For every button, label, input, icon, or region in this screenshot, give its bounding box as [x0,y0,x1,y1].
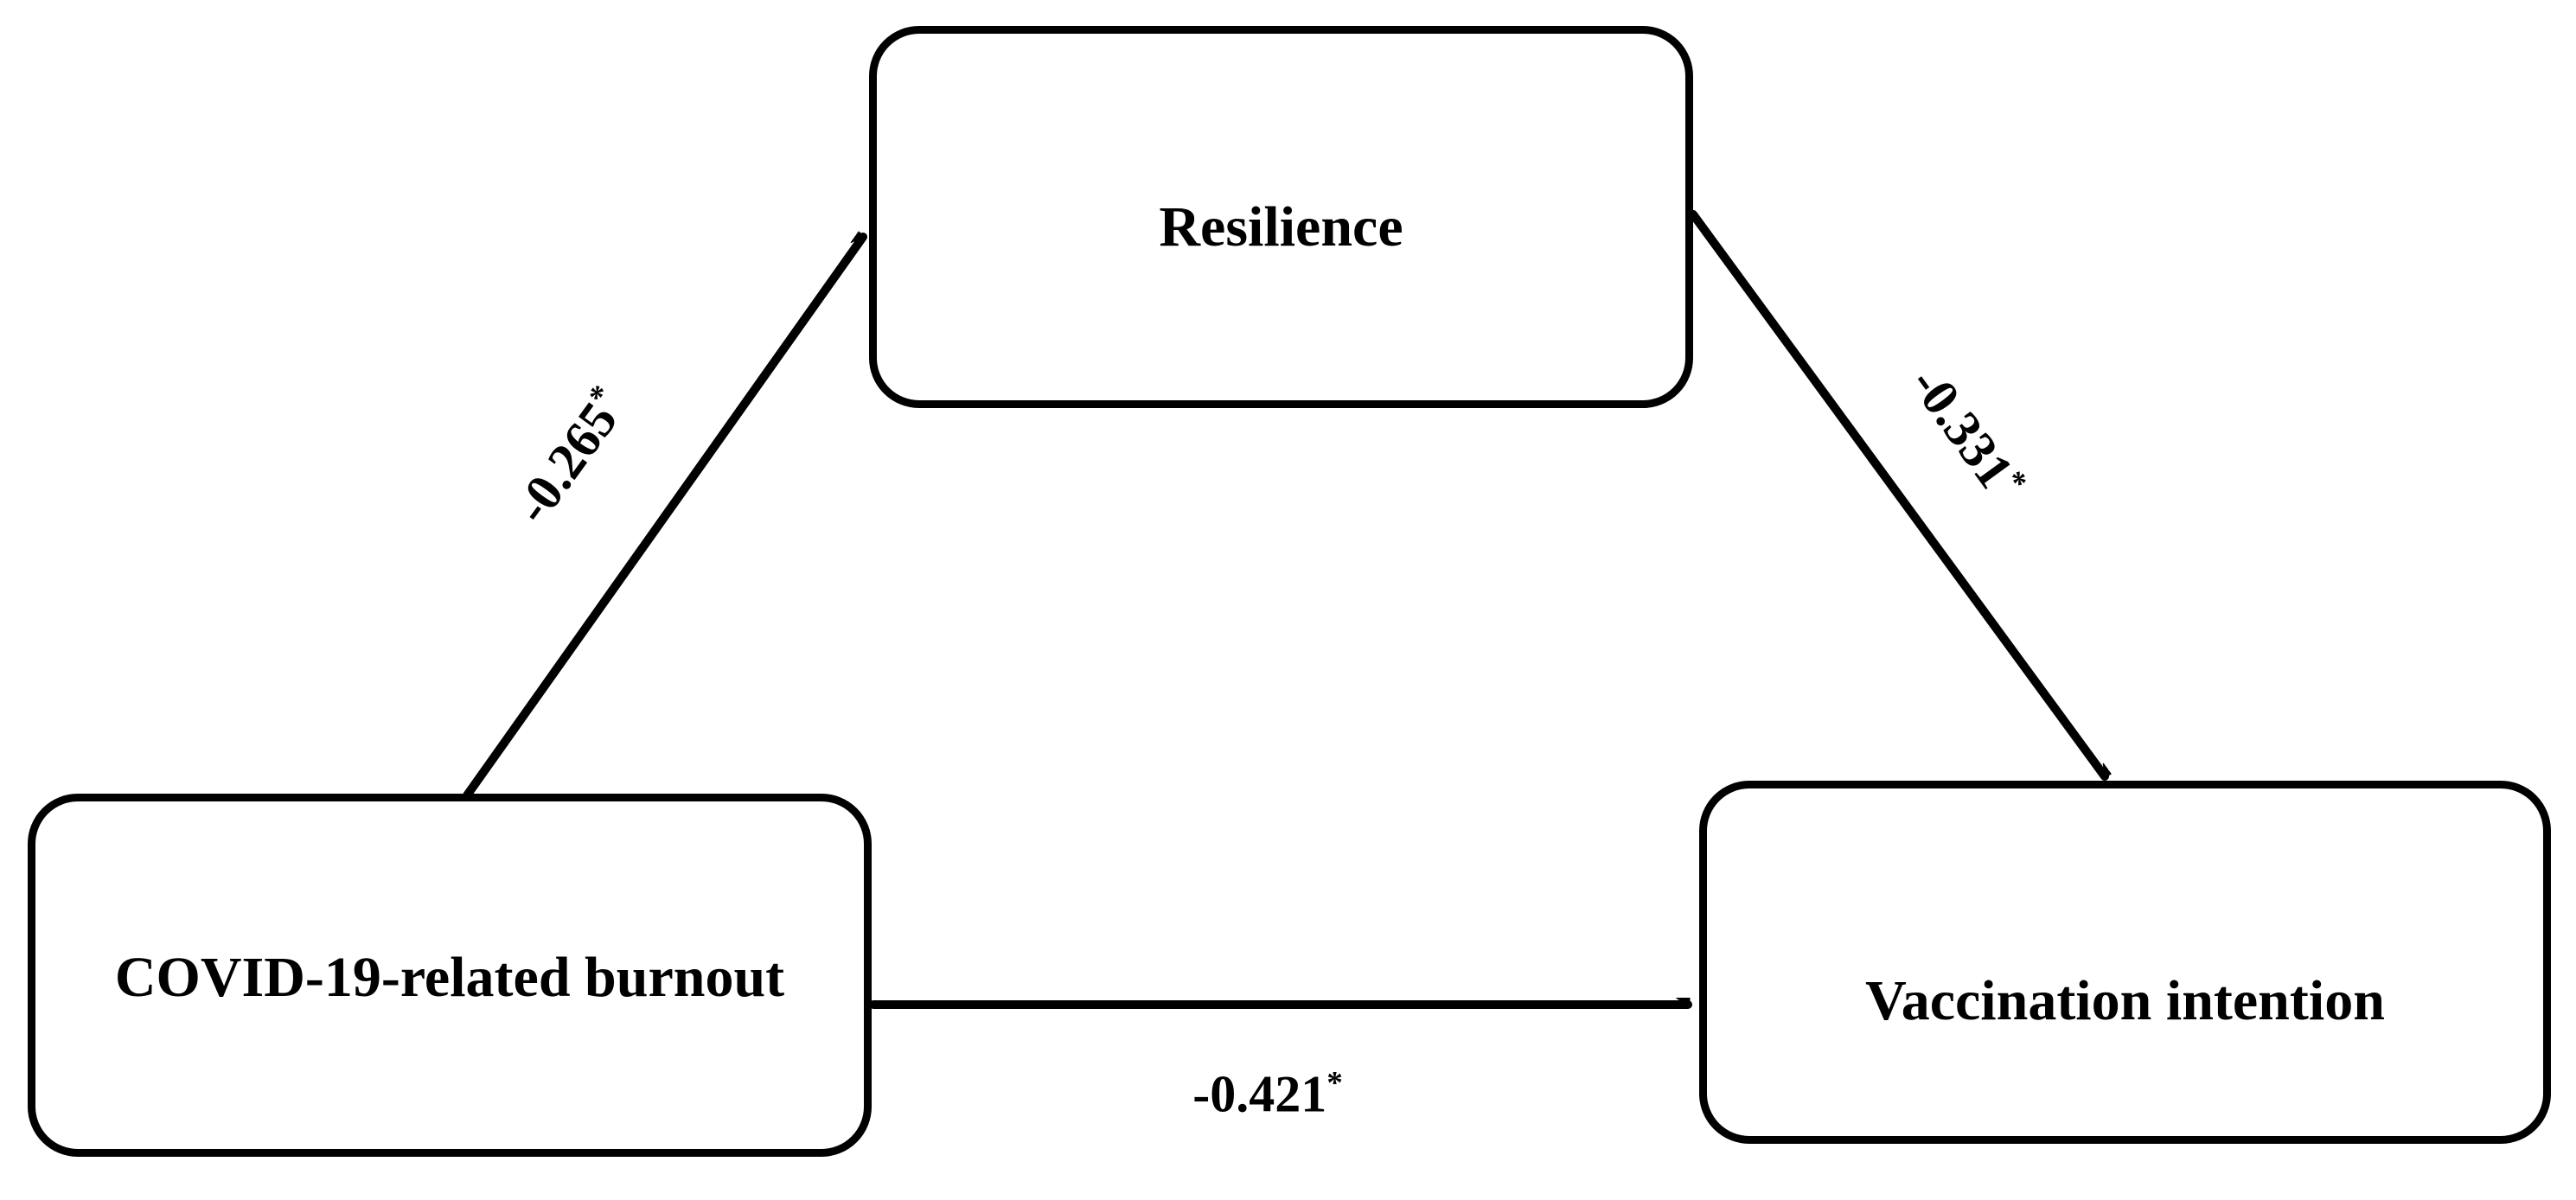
node-vaccination-intention: Vaccination intention [1699,781,2551,1144]
significance-asterisk: * [1326,1065,1343,1101]
node-vaccination-intention-label: Vaccination intention [1865,968,2385,1032]
node-resilience-label: Resilience [1159,195,1403,259]
arrow-burnout-to-resilience [463,237,863,800]
node-resilience: Resilience [869,26,1693,408]
arrow-resilience-to-vaccination [1689,210,2105,776]
path-coefficient-burnout-vaccination: -0.421* [1192,1065,1343,1125]
node-covid-burnout: COVID-19-related burnout [28,794,872,1157]
coefficient-value: -0.421 [1192,1065,1327,1123]
node-covid-burnout-label: COVID-19-related burnout [114,945,785,1009]
